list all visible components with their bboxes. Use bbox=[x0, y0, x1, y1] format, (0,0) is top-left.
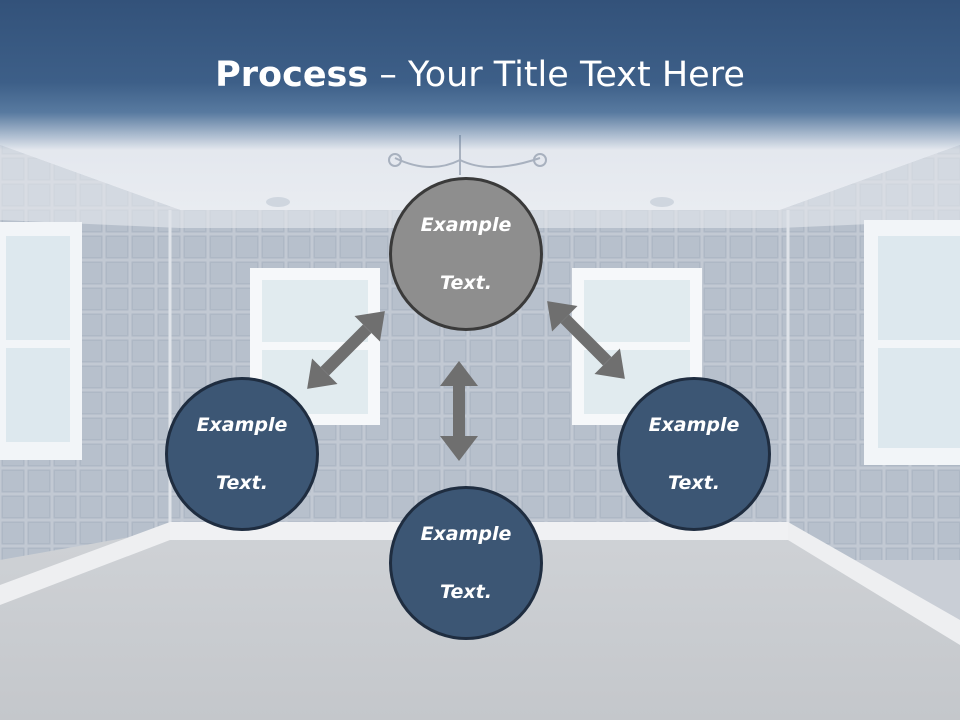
node-left-line2: Text. bbox=[216, 471, 268, 494]
node-bottom-line2: Text. bbox=[440, 580, 492, 603]
node-right-line2: Text. bbox=[668, 471, 720, 494]
title-bold: Process bbox=[215, 55, 369, 95]
title-rest: – Your Title Text Here bbox=[368, 55, 745, 95]
node-right-line1: Example bbox=[648, 413, 740, 436]
node-top-line2: Text. bbox=[440, 271, 492, 294]
node-bottom-line1: Example bbox=[420, 522, 512, 545]
slide-title: Process – Your Title Text Here bbox=[0, 52, 960, 98]
node-left-line1: Example bbox=[196, 413, 288, 436]
title-bar bbox=[0, 0, 960, 150]
node-top-line1: Example bbox=[420, 213, 512, 236]
